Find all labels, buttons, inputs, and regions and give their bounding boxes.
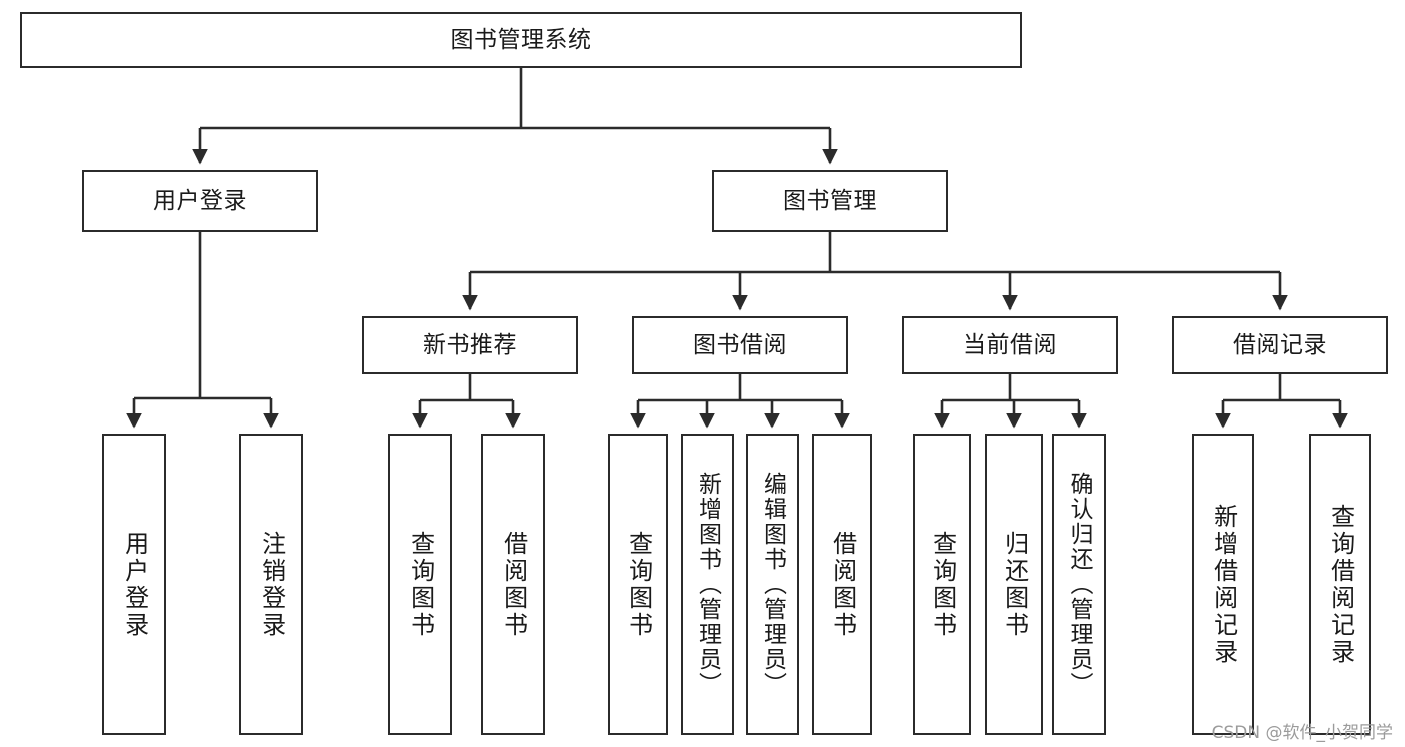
leaf-user-login-label: 用户登录 (120, 530, 149, 639)
leaf-add-book[interactable]: 新增图书（管理员） (681, 434, 734, 735)
leaf-query-book-1[interactable]: 查询图书 (388, 434, 452, 735)
leaf-logout-label: 注销登录 (257, 530, 286, 639)
node-borrow-record-label: 借阅记录 (1233, 331, 1327, 358)
node-book-borrow[interactable]: 图书借阅 (632, 316, 848, 374)
leaf-logout[interactable]: 注销登录 (239, 434, 303, 735)
leaf-query-book-2[interactable]: 查询图书 (608, 434, 668, 735)
node-user-login[interactable]: 用户登录 (82, 170, 318, 232)
leaf-borrow-book-1[interactable]: 借阅图书 (481, 434, 545, 735)
node-user-login-label: 用户登录 (153, 187, 247, 214)
leaf-borrow-book-2-label: 借阅图书 (828, 530, 857, 639)
leaf-query-book-1-label: 查询图书 (406, 530, 435, 639)
node-borrow-record[interactable]: 借阅记录 (1172, 316, 1388, 374)
leaf-borrow-book-1-label: 借阅图书 (499, 530, 528, 639)
leaf-confirm-return[interactable]: 确认归还（管理员） (1052, 434, 1106, 735)
leaf-query-record-label: 查询借阅记录 (1326, 503, 1355, 666)
node-current-borrow[interactable]: 当前借阅 (902, 316, 1118, 374)
leaf-borrow-book-2[interactable]: 借阅图书 (812, 434, 872, 735)
leaf-edit-book[interactable]: 编辑图书（管理员） (746, 434, 799, 735)
leaf-confirm-return-label: 确认归还（管理员） (1066, 472, 1093, 697)
leaf-add-record[interactable]: 新增借阅记录 (1192, 434, 1254, 735)
node-book-manage[interactable]: 图书管理 (712, 170, 948, 232)
leaf-add-book-label: 新增图书（管理员） (694, 472, 721, 697)
node-root[interactable]: 图书管理系统 (20, 12, 1022, 68)
node-root-label: 图书管理系统 (450, 26, 592, 53)
node-current-borrow-label: 当前借阅 (963, 331, 1057, 358)
leaf-user-login[interactable]: 用户登录 (102, 434, 166, 735)
leaf-query-book-2-label: 查询图书 (624, 530, 653, 639)
leaf-query-record[interactable]: 查询借阅记录 (1309, 434, 1371, 735)
leaf-query-book-3-label: 查询图书 (928, 530, 957, 639)
leaf-return-book-label: 归还图书 (1000, 530, 1029, 639)
node-new-book-recommend-label: 新书推荐 (423, 331, 517, 358)
node-book-borrow-label: 图书借阅 (693, 331, 787, 358)
leaf-query-book-3[interactable]: 查询图书 (913, 434, 971, 735)
leaf-return-book[interactable]: 归还图书 (985, 434, 1043, 735)
node-new-book-recommend[interactable]: 新书推荐 (362, 316, 578, 374)
leaf-edit-book-label: 编辑图书（管理员） (759, 472, 786, 697)
leaf-add-record-label: 新增借阅记录 (1209, 503, 1238, 666)
node-book-manage-label: 图书管理 (783, 187, 877, 214)
watermark: CSDN @软件_小贺同学 (1211, 723, 1393, 743)
